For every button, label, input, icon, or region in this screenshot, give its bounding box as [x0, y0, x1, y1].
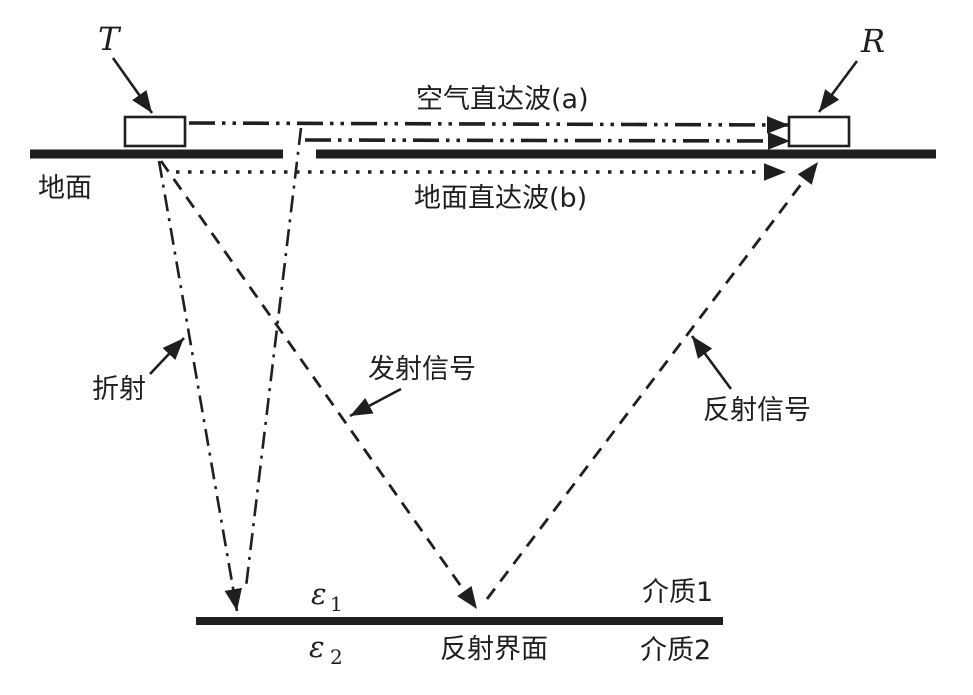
epsilon2-subscript: 2: [330, 645, 343, 669]
receiver-label: R: [860, 22, 885, 60]
reflect-signal-label: 反射信号: [703, 395, 811, 426]
receiver-box: [787, 115, 851, 148]
transmit-signal-pointer-arrow: [349, 387, 402, 418]
refraction-line-right: [244, 127, 303, 588]
transmit-signal-label: 发射信号: [368, 354, 476, 385]
epsilon1-subscript: 1: [330, 592, 343, 616]
ground-label: 地面: [38, 173, 92, 204]
medium2-label: 介质2: [640, 635, 711, 666]
transmitter-box: [123, 115, 187, 148]
epsilon2-symbol: ε: [309, 630, 325, 664]
transmitter-pointer-arrow: [111, 57, 154, 114]
reflect-signal-line: [485, 161, 820, 600]
medium1-label: 介质1: [642, 577, 713, 608]
transmit-signal-line: [159, 160, 479, 610]
air-direct-wave-line-upper: [188, 116, 790, 134]
refraction-pointer-arrow: [149, 337, 185, 375]
receiver-pointer-arrow: [817, 60, 859, 113]
refraction-line-left: [157, 160, 242, 612]
reflect-signal-pointer-arrow: [690, 335, 733, 390]
transmitter-label: T: [98, 20, 122, 58]
ground-direct-wave-label: 地面直达波(b): [414, 183, 587, 214]
air-direct-wave-label: 空气直达波(a): [416, 84, 589, 115]
epsilon1-symbol: ε: [311, 577, 327, 611]
refraction-label: 折射: [92, 374, 146, 405]
reflection-interface-label: 反射界面: [440, 634, 548, 665]
air-direct-wave-line-lower: [304, 132, 791, 150]
